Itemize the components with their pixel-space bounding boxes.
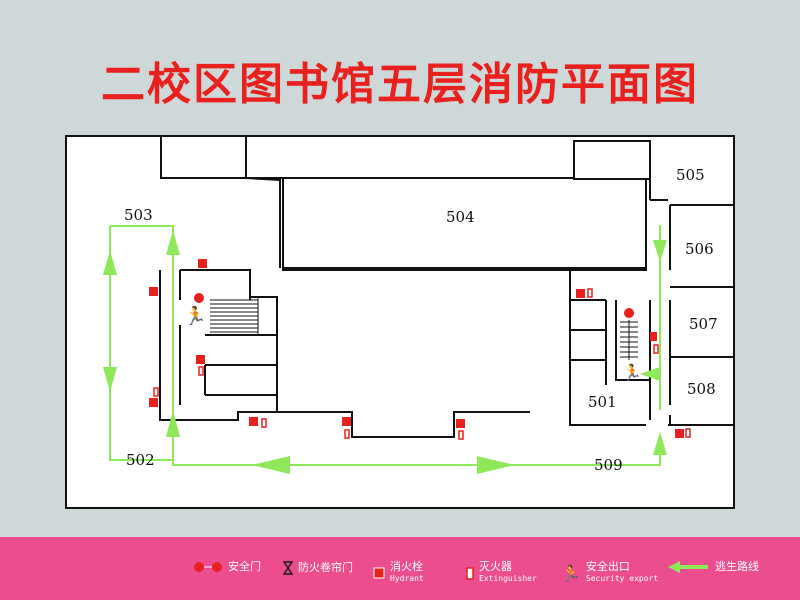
room-502-label: 502 — [126, 451, 155, 469]
extinguisher-icon — [458, 430, 464, 440]
legend-bar — [0, 537, 800, 600]
legend-route-label: 逃生路线 — [715, 560, 759, 573]
hydrant-icon — [198, 259, 207, 268]
hydrant-icon — [373, 567, 385, 579]
map-title: 二校区图书馆五层消防平面图 — [101, 59, 699, 110]
room-508-label: 508 — [687, 380, 716, 398]
legend-route: 逃生路线 — [668, 561, 759, 573]
escape-arrow-icon — [103, 250, 117, 275]
exit-icon: 🏃 — [184, 305, 206, 327]
escape-arrow-icon — [166, 410, 180, 437]
escape-arrow-icon — [477, 456, 515, 474]
safety-door-icon — [624, 308, 634, 318]
extinguisher-icon — [653, 344, 659, 354]
escape-arrow-icon — [640, 367, 660, 381]
safety-door-icon — [194, 562, 222, 572]
floor-plan: 🏃 🏃 503 504 505 506 507 508 501 502 509 — [65, 135, 735, 509]
extinguisher-markers — [153, 288, 691, 440]
extinguisher-icon — [344, 429, 350, 439]
extinguisher-icon — [261, 418, 267, 428]
legend-fire-shutter-label: 防火卷帘门 — [298, 561, 353, 574]
legend-extinguisher-cn: 灭火器 — [479, 560, 512, 573]
exit-signs: 🏃 🏃 — [184, 305, 642, 382]
legend-hydrant-en: Hydrant — [390, 574, 424, 583]
room-504-label: 504 — [446, 208, 475, 226]
extinguisher-icon — [153, 387, 159, 397]
legend-exit-en: Security export — [585, 574, 659, 583]
exit-icon: 🏃 — [561, 563, 581, 583]
room-507-label: 507 — [689, 315, 718, 333]
escape-arrow-icon — [166, 230, 180, 255]
escape-arrow-icon — [653, 240, 667, 262]
hydrant-icon — [196, 355, 205, 364]
hydrant-icon — [342, 417, 351, 426]
legend-extinguisher-en: Extinguisher — [479, 574, 537, 583]
extinguisher-icon — [685, 428, 691, 438]
hydrant-icon — [576, 289, 585, 298]
hydrant-icon — [149, 398, 158, 407]
room-505-label: 505 — [676, 166, 705, 184]
stairs-left — [210, 298, 259, 334]
escape-arrow-icon — [252, 456, 290, 474]
extinguisher-icon — [466, 567, 474, 580]
fire-shutter-icon — [283, 561, 293, 575]
stairs-right — [620, 320, 638, 360]
hydrant-icon — [650, 332, 657, 341]
exit-icon: 🏃 — [622, 363, 642, 382]
escape-route-arrow-icon — [668, 561, 708, 573]
legend-hydrant-cn: 消火栓 — [390, 560, 423, 573]
legend-fire-shutter: 防火卷帘门 — [283, 561, 353, 575]
escape-arrow-icon — [653, 432, 667, 455]
room-501-label: 501 — [588, 393, 617, 411]
extinguisher-icon — [198, 366, 204, 376]
legend-exit-cn: 安全出口 — [585, 560, 630, 573]
hydrant-markers — [149, 259, 684, 438]
hydrant-icon — [249, 417, 258, 426]
room-503-label: 503 — [124, 206, 153, 224]
room-506-label: 506 — [685, 240, 714, 258]
legend-safety-door: 安全门 — [193, 561, 261, 573]
hydrant-icon — [675, 429, 684, 438]
escape-route-arrows — [103, 230, 667, 474]
extinguisher-icon — [587, 288, 593, 298]
walls — [159, 135, 734, 438]
hydrant-icon — [149, 287, 158, 296]
room-509-label: 509 — [594, 456, 623, 474]
legend-safety-door-label: 安全门 — [228, 560, 261, 573]
safety-door-icon — [194, 293, 204, 303]
escape-arrow-icon — [103, 367, 117, 392]
safety-door-markers — [194, 293, 634, 318]
hydrant-icon — [456, 419, 465, 428]
